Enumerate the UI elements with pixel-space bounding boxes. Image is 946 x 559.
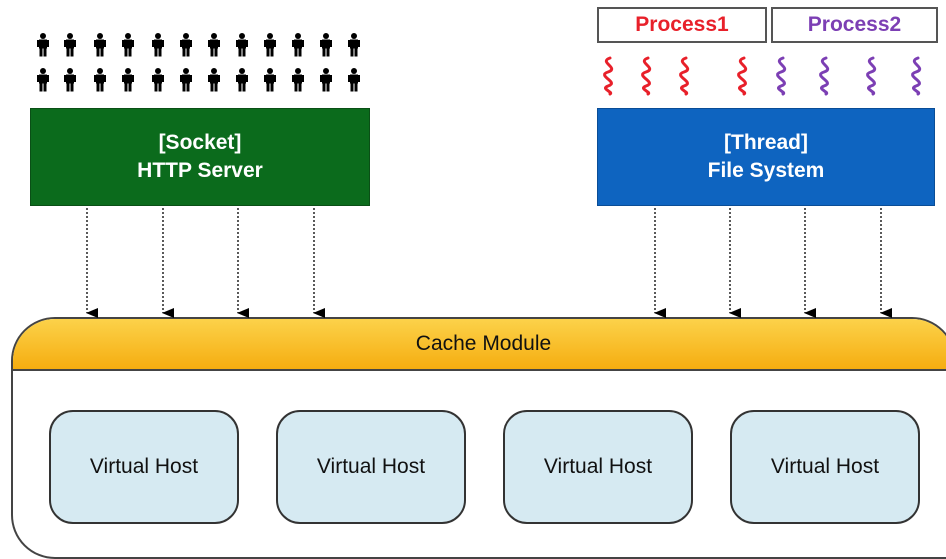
http-server-line1: [Socket] — [158, 131, 242, 154]
virtual-host-2: Virtual Host — [276, 410, 466, 524]
process2-label: Process2 — [771, 7, 938, 43]
virtual-host-1: Virtual Host — [49, 410, 239, 524]
cache-module-header: Cache Module — [13, 319, 946, 371]
http-server-line2: HTTP Server — [137, 159, 263, 182]
file-system-line2: File System — [707, 159, 825, 182]
virtual-host-4: Virtual Host — [730, 410, 920, 524]
file-system-line1: [Thread] — [724, 131, 808, 154]
virtual-host-3: Virtual Host — [503, 410, 693, 524]
http-server-box: [Socket] HTTP Server — [30, 108, 370, 206]
process1-label: Process1 — [597, 7, 767, 43]
file-system-box: [Thread] File System — [597, 108, 935, 206]
